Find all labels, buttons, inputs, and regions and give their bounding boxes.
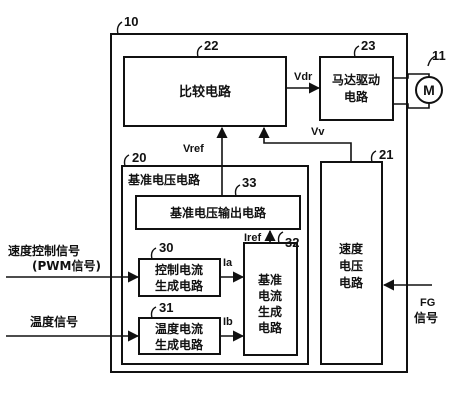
comparator-ref-leader	[196, 45, 203, 58]
speed-voltage-ref-leader	[370, 150, 377, 163]
fg-label-line2: 信号	[414, 310, 438, 325]
ref-voltage-circuit-ref-number: 20	[132, 150, 146, 165]
speed-voltage-label-line2: 电压	[339, 258, 363, 273]
comparator-label: 比较电路	[179, 84, 232, 100]
system-ref-leader	[116, 21, 123, 35]
ref-current-label-line4: 电路	[258, 320, 283, 335]
temp-current-ref-leader	[150, 306, 157, 319]
ref-current-ref-number: 32	[285, 235, 299, 250]
motor-ref-leader	[427, 55, 437, 67]
motor-wire-bottom	[393, 103, 409, 108]
motor-driver-block	[319, 56, 394, 121]
system-ref-number: 10	[124, 14, 138, 29]
motor-symbol-letter: M	[423, 82, 435, 98]
motor-wire-top	[393, 74, 409, 79]
ref-voltage-output-label: 基准电压输出电路	[169, 205, 267, 220]
ref-voltage-output-ref-number: 33	[242, 175, 256, 190]
ref-current-label-line1: 基准	[257, 272, 282, 287]
control-current-ref-leader	[150, 247, 157, 260]
motor-lead-bottom	[408, 103, 430, 109]
speed-control-label-line2: (PWM信号)	[32, 258, 101, 273]
control-current-ref-number: 30	[159, 240, 173, 255]
temperature-label: 温度信号	[30, 314, 78, 329]
speed-voltage-label-line3: 电路	[339, 275, 364, 290]
ib-label: Ib	[223, 316, 233, 328]
ref-voltage-output-block	[135, 195, 301, 230]
speed-control-label-line1: 速度控制信号	[8, 243, 80, 258]
motor-driver-label-line2: 电路	[344, 89, 369, 104]
motor-ref-number: 11	[432, 48, 446, 63]
temp-current-label-line1: 温度电流	[155, 321, 203, 336]
control-current-label-line1: 控制电流	[155, 262, 203, 277]
comparator-block	[123, 56, 287, 127]
ref-voltage-output-ref-leader	[234, 184, 241, 197]
temp-current-ref-number: 31	[159, 300, 173, 315]
temp-current-label-line2: 生成电路	[155, 337, 204, 352]
vdr-label: Vdr	[294, 71, 313, 83]
ref-voltage-circuit-label: 基准电压电路	[127, 172, 201, 187]
speed-voltage-label-line1: 速度	[339, 241, 364, 256]
temp-current-block	[138, 317, 221, 355]
iref-label: Iref	[244, 232, 261, 244]
ref-current-label-line2: 电流	[258, 288, 282, 303]
vref-label: Vref	[183, 143, 204, 155]
fg-label-line1: FG	[420, 297, 435, 309]
vv-arrow	[258, 126, 352, 162]
vv-label: Vv	[311, 126, 325, 138]
speed-voltage-ref-number: 21	[379, 147, 393, 162]
ref-current-label-line3: 生成	[258, 304, 282, 319]
motor-driver-ref-number: 23	[361, 38, 375, 53]
motor-driver-label-line1: 马达驱动	[332, 72, 380, 87]
control-current-label-line2: 生成电路	[155, 278, 204, 293]
speed-voltage-block	[320, 161, 383, 365]
comparator-ref-number: 22	[204, 38, 218, 53]
motor-lead-top	[408, 73, 430, 77]
ref-voltage-circuit-ref-leader	[123, 154, 130, 167]
ia-label: Ia	[223, 257, 233, 269]
motor-driver-ref-leader	[353, 45, 360, 58]
ref-current-ref-leader	[277, 231, 284, 244]
